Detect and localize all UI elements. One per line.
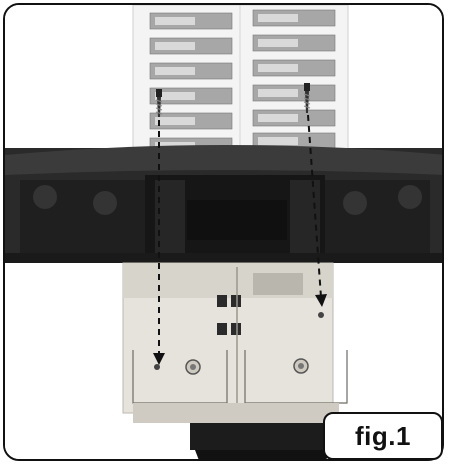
figure-caption: fig.1	[355, 420, 411, 451]
screw-guide-arrows	[158, 114, 322, 355]
wall-bracket	[5, 145, 442, 263]
figure-caption-box: fig.1	[323, 412, 443, 460]
screw-left-icon	[155, 89, 163, 117]
label-card	[132, 5, 349, 156]
arrow-head-icon	[153, 294, 327, 365]
product-photo	[3, 3, 444, 461]
base-foot	[133, 403, 339, 459]
mount-plate	[122, 262, 348, 414]
screw-right-icon	[303, 83, 311, 113]
